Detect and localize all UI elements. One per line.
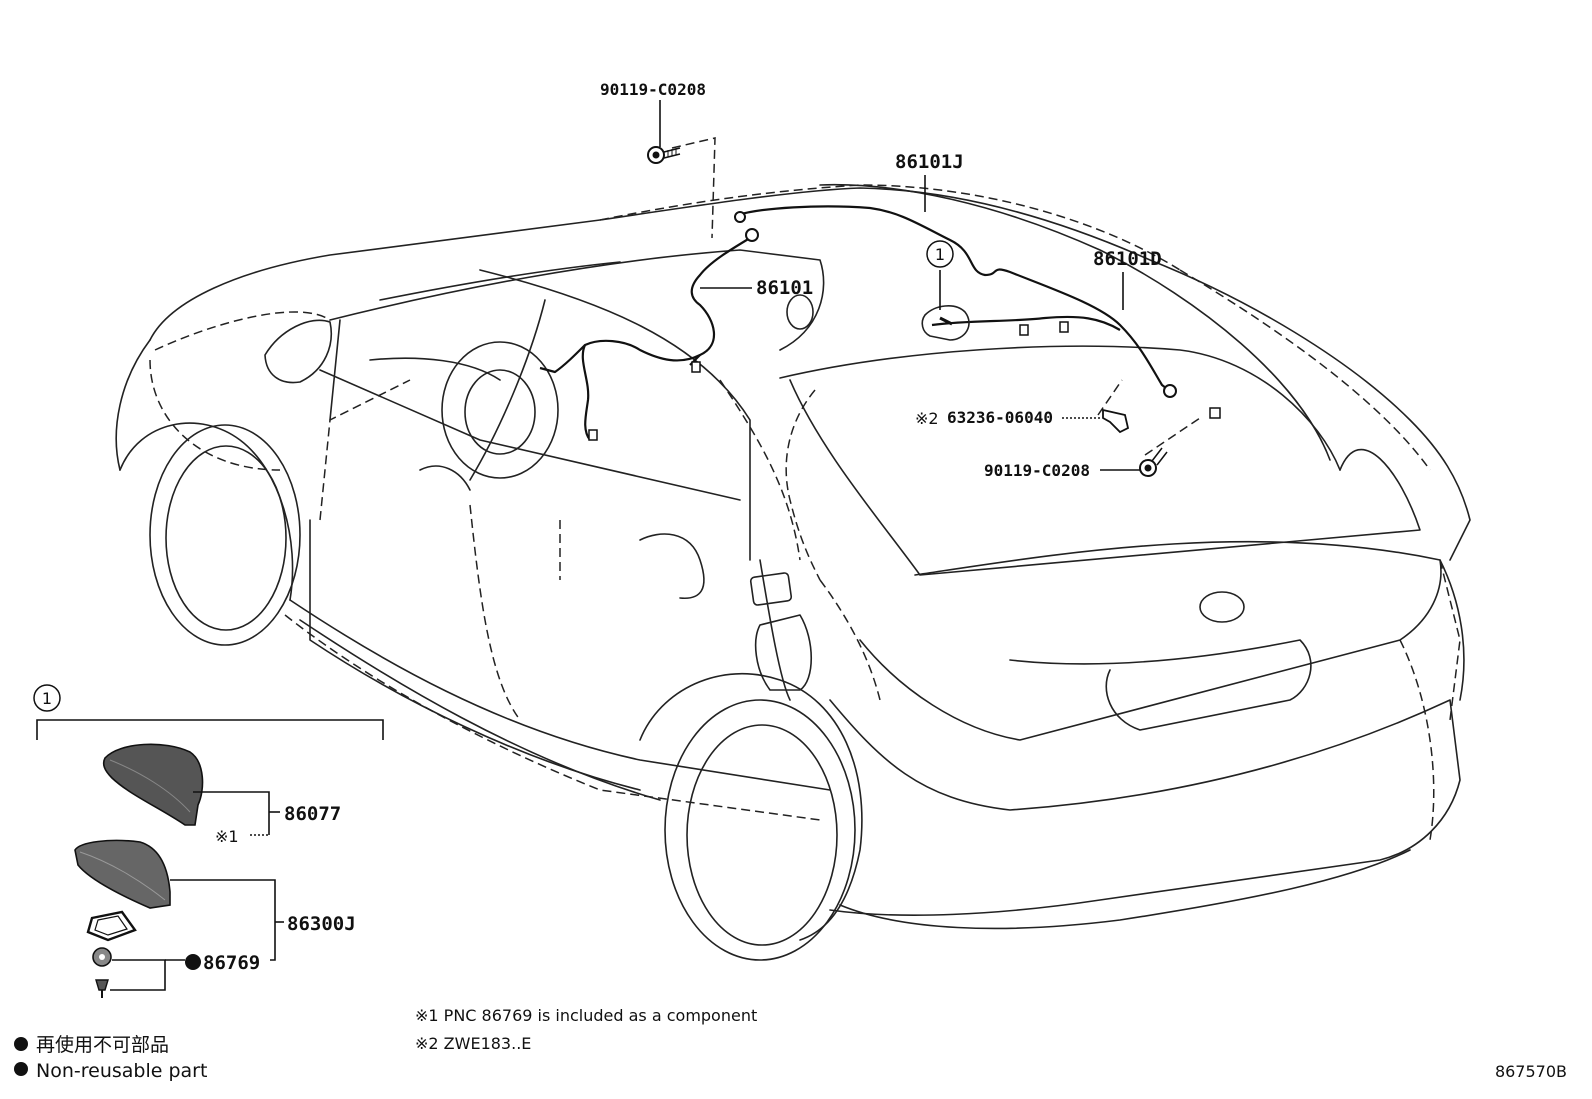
legend-jp: 再使用不可部品: [36, 1034, 169, 1056]
group-marker-roof: 1: [926, 240, 954, 268]
legend-en: Non-reusable part: [36, 1060, 207, 1082]
antenna-assembly-icon: [74, 839, 171, 909]
callout-gasket: 86769: [203, 952, 260, 974]
bolt-icon-rear: [1139, 447, 1168, 477]
callout-clip: 63236-06040: [947, 408, 1053, 427]
callout-antenna-cover: 86077: [284, 803, 341, 825]
callout-bolt-top: 90119-C0208: [600, 80, 706, 99]
callout-note-ref: ※1: [215, 827, 239, 846]
hidden-lines: [149, 137, 1461, 841]
callout-harness-j: 86101J: [895, 151, 964, 173]
car-body-outline: [115, 183, 1471, 961]
callout-harness-d: 86101D: [1093, 248, 1162, 270]
callout-clip-prefix: ※2: [915, 409, 939, 428]
figure-id: 867570B: [1495, 1062, 1567, 1081]
antenna-cover-icon: [102, 743, 204, 826]
gasket-icon: [86, 910, 137, 942]
clip-icon: [1102, 408, 1130, 434]
antenna-detail-group: 1 8: [33, 684, 384, 998]
legend: 再使用不可部品 Non-reusable part: [14, 1034, 207, 1082]
detail-group-marker: 1: [42, 689, 52, 708]
bolt-icon-top: [647, 146, 681, 164]
non-reusable-dot-gasket: [185, 954, 201, 970]
callout-leaders: [659, 100, 1140, 471]
callout-antenna-assy: 86300J: [287, 913, 356, 935]
legend-dot-jp: [14, 1037, 28, 1051]
callout-harness: 86101: [756, 277, 813, 299]
screw-icon: [95, 979, 109, 998]
nut-icon: [92, 947, 112, 967]
note-2: ※2 ZWE183..E: [415, 1034, 531, 1053]
callout-bolt-rear: 90119-C0208: [984, 461, 1090, 480]
wire-harness: [539, 205, 1221, 441]
legend-dot-en: [14, 1062, 28, 1076]
group-marker-label: 1: [935, 245, 945, 264]
note-1: ※1 PNC 86769 is included as a component: [415, 1006, 757, 1025]
